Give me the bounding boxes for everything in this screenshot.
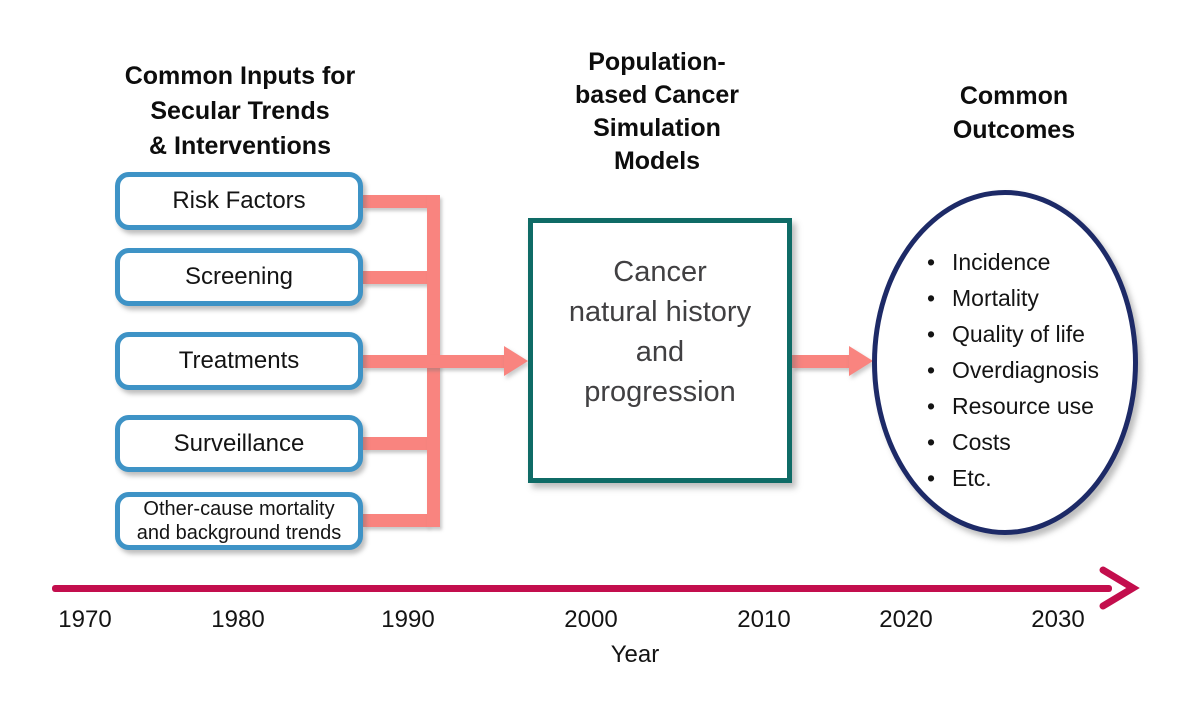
input-box-other-cause-mortality: Other-cause mortality and background tre…: [115, 492, 363, 550]
year-label-2020: 2020: [879, 606, 933, 633]
model-box: Cancer natural history and progression: [528, 218, 792, 483]
year-label-1980: 1980: [211, 606, 265, 633]
arrow-inputs-to-model-shaft: [363, 355, 505, 368]
arrow-model-to-outcomes-shaft: [792, 355, 850, 368]
arrow-right-icon: [504, 346, 528, 376]
input-box-surveillance: Surveillance: [115, 415, 363, 472]
year-label-1970: 1970: [58, 606, 112, 633]
connector-risk-factors: [363, 195, 428, 208]
arrow-right-icon: [849, 346, 873, 376]
outcome-item: Overdiagnosis: [927, 352, 1099, 388]
outcome-item: Costs: [927, 424, 1099, 460]
connector-other-cause: [363, 514, 428, 527]
outcomes-ellipse: Incidence Mortality Quality of life Over…: [872, 190, 1138, 535]
year-label-2000: 2000: [564, 606, 618, 633]
input-box-treatments: Treatments: [115, 332, 363, 390]
inputs-header: Common Inputs for Secular Trends & Inter…: [124, 62, 356, 160]
outcome-item: Resource use: [927, 388, 1099, 424]
outcome-item: Etc.: [927, 460, 1099, 496]
connector-screening: [363, 271, 428, 284]
outcome-item: Mortality: [927, 280, 1099, 316]
input-box-screening: Screening: [115, 248, 363, 306]
input-box-label: Other-cause mortality and background tre…: [136, 498, 342, 544]
input-box-label: Risk Factors: [172, 187, 306, 214]
input-box-label: Surveillance: [173, 429, 305, 457]
axis-arrowhead-icon: [1099, 566, 1140, 610]
model-box-label: Cancer natural history and progression: [568, 255, 752, 408]
year-label-1990: 1990: [381, 606, 435, 633]
timeline-axis: [52, 585, 1112, 592]
axis-title: Year: [610, 641, 660, 668]
outcome-item: Quality of life: [927, 316, 1099, 352]
input-box-label: Screening: [184, 263, 294, 290]
connector-surveillance: [363, 437, 428, 450]
input-box-risk-factors: Risk Factors: [115, 172, 363, 230]
input-box-label: Treatments: [178, 347, 300, 374]
outcomes-list: Incidence Mortality Quality of life Over…: [927, 230, 1099, 496]
outcome-item: Incidence: [927, 244, 1099, 280]
models-header: Population- based Cancer Simulation Mode…: [575, 48, 739, 175]
year-label-2010: 2010: [737, 606, 791, 633]
year-label-2030: 2030: [1031, 606, 1085, 633]
outcomes-header: Common Outcomes: [952, 82, 1076, 144]
